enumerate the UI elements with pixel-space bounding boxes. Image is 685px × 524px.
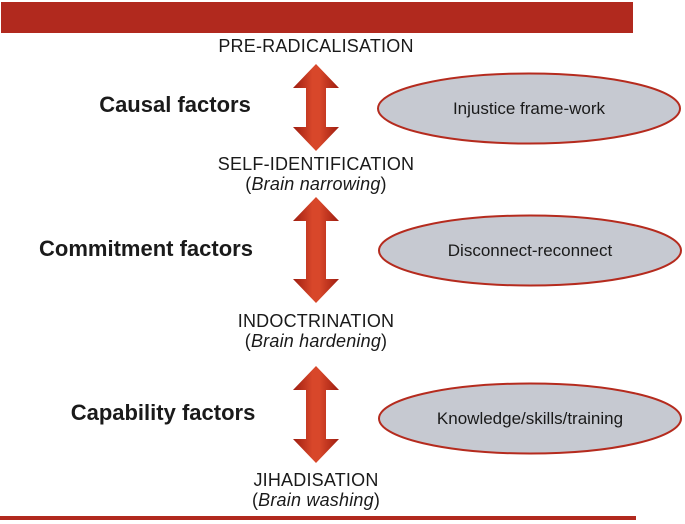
stage-subtitle: (Brain washing) [251, 490, 381, 510]
ellipse-label: Disconnect-reconnect [447, 240, 613, 260]
stage-title: PRE-RADICALISATION [218, 36, 414, 56]
stage-self-identification: SELF-IDENTIFICATION (Brain narrowing) [156, 154, 476, 194]
double-arrow-icon [293, 366, 339, 463]
ellipse-shape [378, 214, 682, 287]
factor-label-capability: Capability factors [70, 400, 256, 425]
bottom-red-rule [0, 516, 636, 520]
stage-subtitle: (Brain narrowing) [245, 174, 387, 194]
factor-label-commitment: Commitment factors [39, 236, 253, 261]
stage-title: SELF-IDENTIFICATION [217, 154, 415, 174]
ellipse-injustice: Injustice frame-work [376, 72, 682, 145]
ellipse-label: Injustice frame-work [452, 98, 606, 118]
top-red-bar [1, 2, 633, 33]
ellipse-label: Knowledge/skills/training [436, 408, 624, 428]
ellipse-knowledge: Knowledge/skills/training [377, 382, 683, 455]
double-arrow-icon [293, 197, 339, 303]
stage-subtitle: (Brain hardening) [244, 331, 388, 351]
double-arrow-icon [293, 64, 339, 151]
stage-title: JIHADISATION [253, 470, 379, 490]
stage-title: INDOCTRINATION [237, 311, 395, 331]
factor-label-causal: Causal factors [99, 92, 251, 117]
ellipse-shape [377, 72, 681, 145]
stage-indoctrination: INDOCTRINATION (Brain hardening) [156, 311, 476, 351]
stage-jihadisation: JIHADISATION (Brain washing) [156, 470, 476, 510]
ellipse-disconnect: Disconnect-reconnect [377, 214, 683, 287]
stage-pre-radicalisation: PRE-RADICALISATION [156, 36, 476, 56]
ellipse-shape [378, 382, 682, 455]
